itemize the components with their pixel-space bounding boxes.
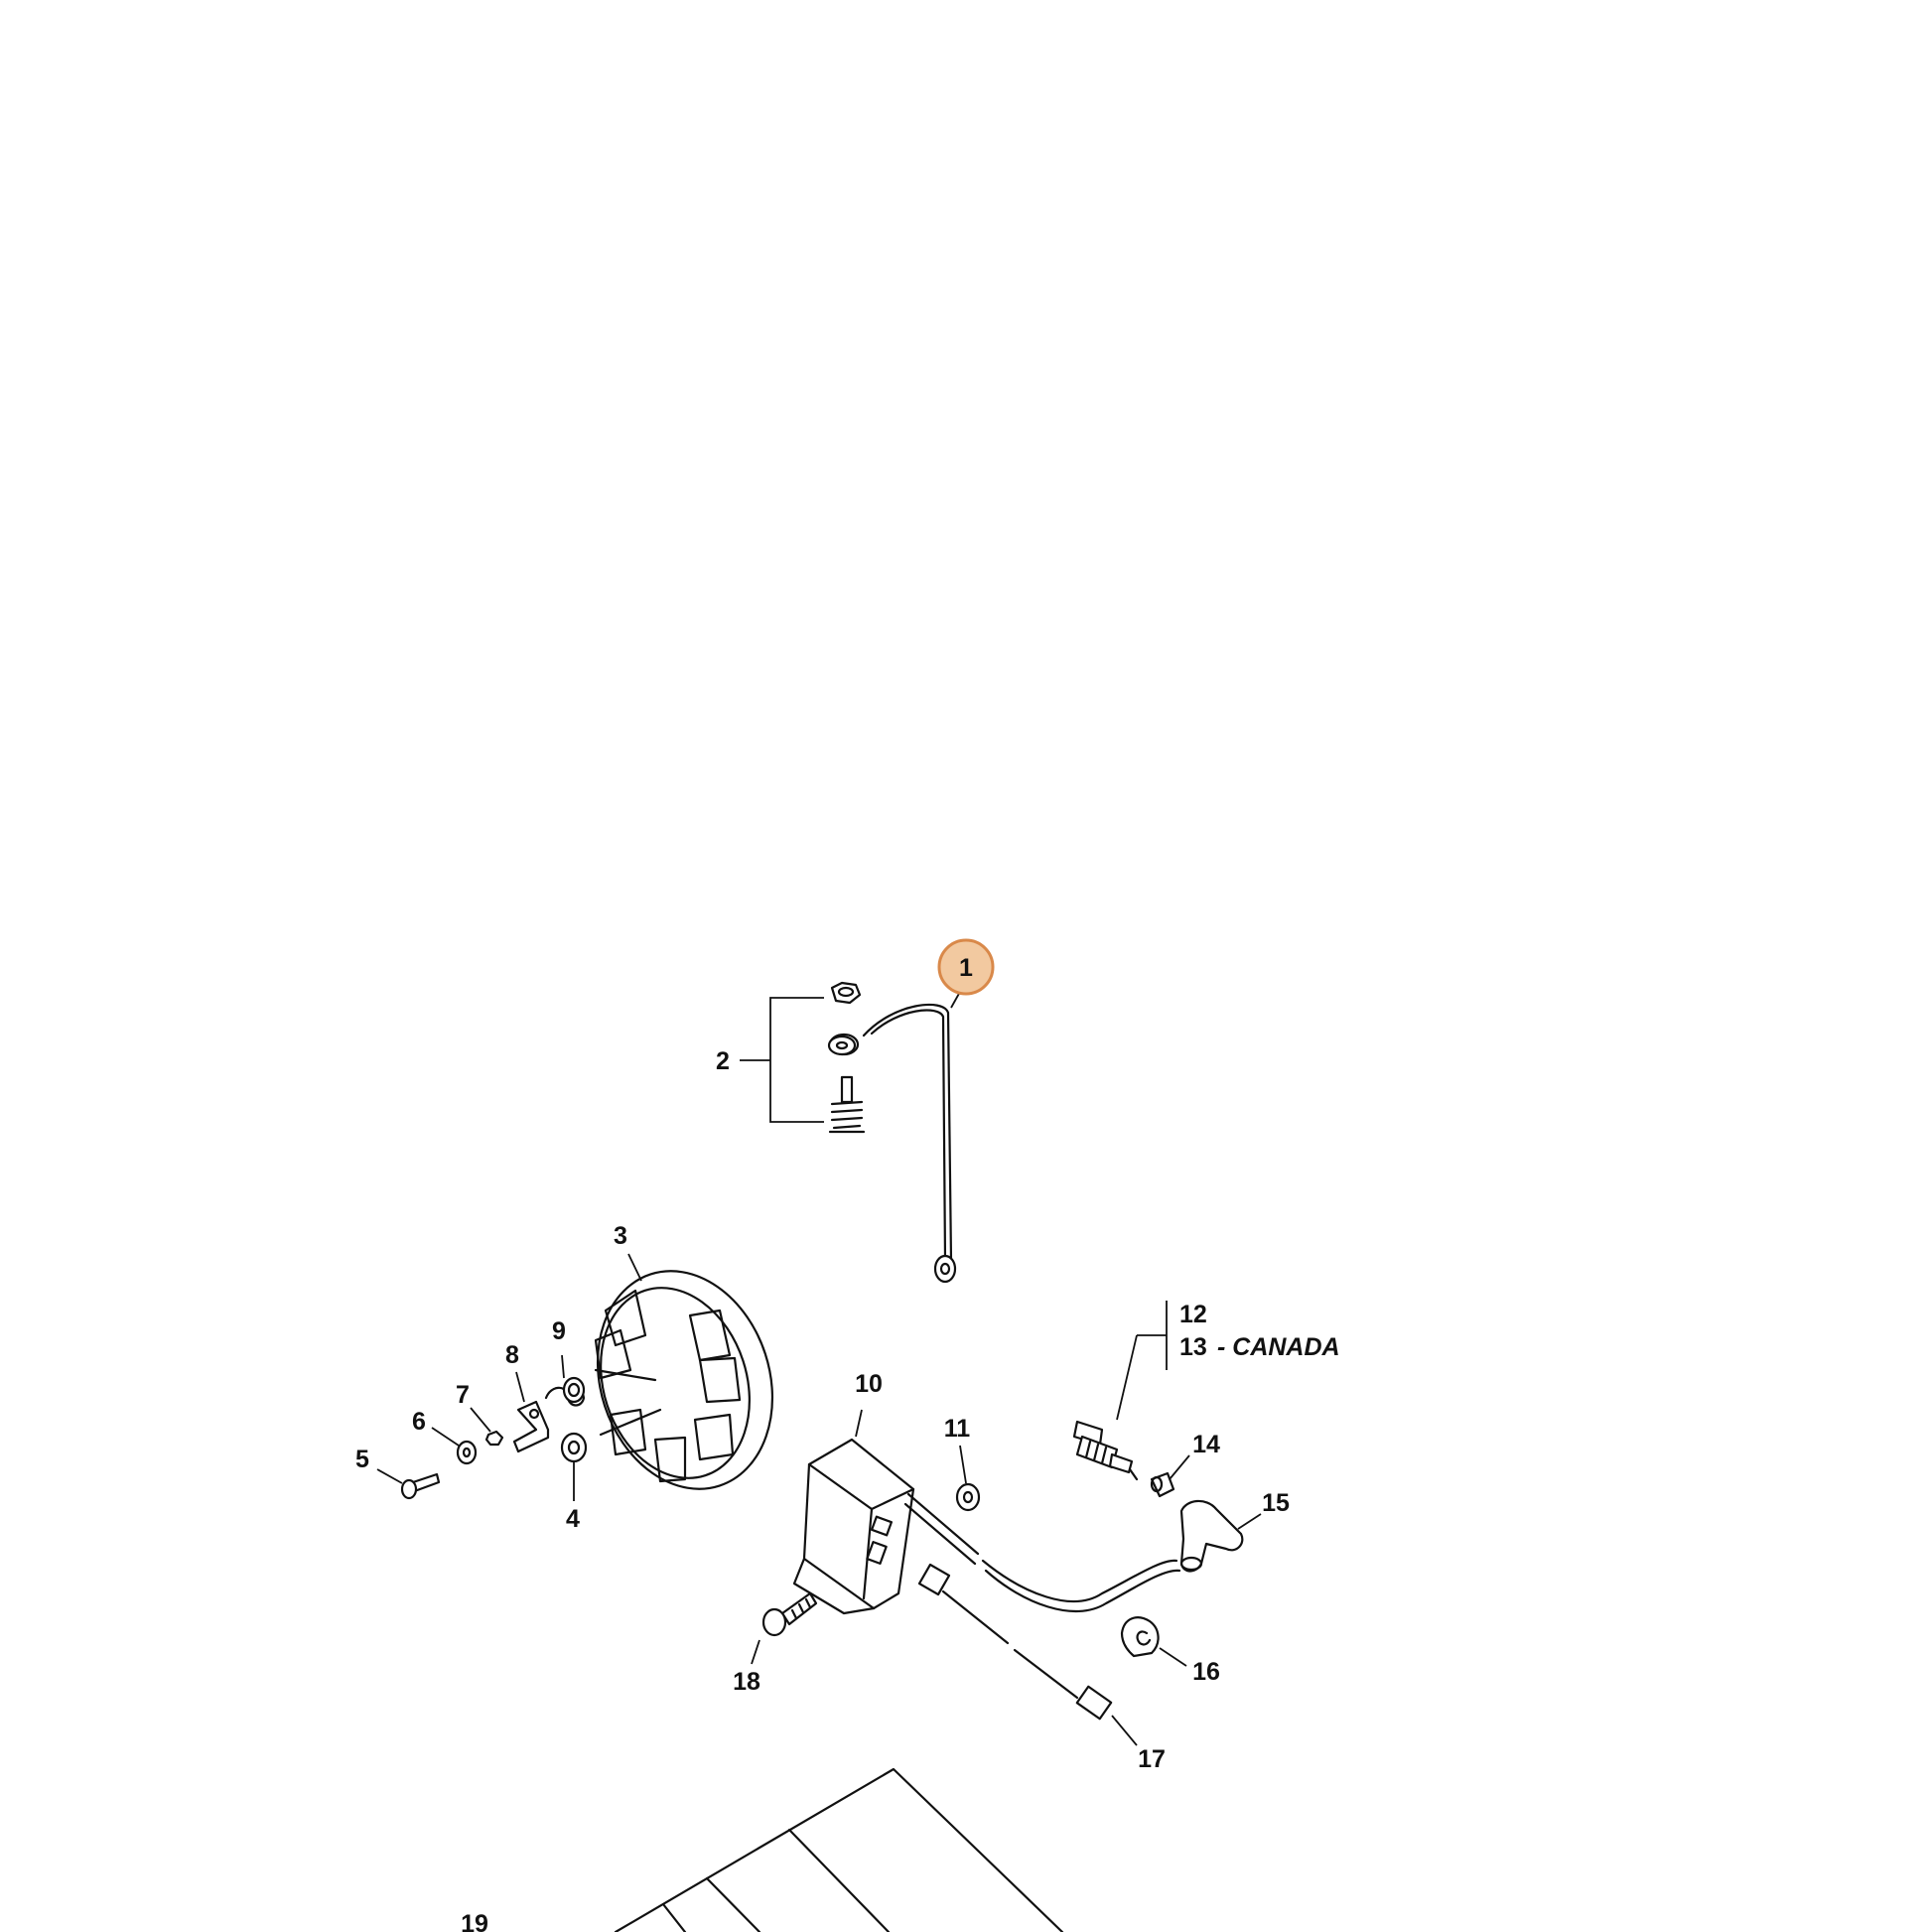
callout-4-label[interactable]: 4 [566, 1505, 580, 1533]
part-3-flywheel [594, 1253, 774, 1490]
callout-3-label[interactable]: 3 [614, 1222, 627, 1250]
callout-18-label[interactable]: 18 [733, 1668, 760, 1696]
callout-16-label[interactable]: 16 [1192, 1658, 1220, 1686]
callout-1-label: 1 [959, 954, 973, 982]
callout-11-label[interactable]: 11 [944, 1415, 971, 1443]
callout-1-hotspot[interactable]: 1 [937, 938, 995, 996]
callout-15-label[interactable]: 15 [1262, 1489, 1290, 1517]
part-4-washer [560, 1432, 588, 1501]
callout-8-label[interactable]: 8 [505, 1341, 519, 1369]
part-15-plug-boot [1179, 1499, 1262, 1573]
callout-1-highlight [937, 938, 995, 996]
callout-13-label[interactable]: 13 [1179, 1333, 1207, 1361]
callout-17-label[interactable]: 17 [1138, 1745, 1166, 1773]
part-6-washer [431, 1427, 478, 1465]
part-11-washer [955, 1445, 981, 1512]
callout-14-label[interactable]: 14 [1192, 1431, 1220, 1458]
callout-6-label[interactable]: 6 [412, 1408, 426, 1436]
part-8-pawl [512, 1371, 550, 1453]
callout-13-note: - CANADA [1217, 1333, 1340, 1361]
callout-12-label[interactable]: 12 [1179, 1301, 1207, 1328]
callout-2-label[interactable]: 2 [716, 1047, 730, 1075]
part-5-screw [376, 1468, 441, 1500]
part-16-grommet [1120, 1616, 1187, 1667]
callout-19-label[interactable]: 19 [461, 1910, 488, 1932]
part-10-ignition-module [792, 1409, 1181, 1700]
part-2-hardware-set [740, 981, 866, 1134]
part-14-adapter [1150, 1454, 1190, 1498]
callout-9-label[interactable]: 9 [552, 1317, 566, 1345]
part-19-shroud [614, 1767, 1064, 1932]
part-9-spring [544, 1354, 586, 1407]
callout-10-label[interactable]: 10 [855, 1370, 883, 1398]
part-12-13-spark-plug [1072, 1301, 1168, 1481]
part-7-nut [470, 1407, 504, 1447]
callout-5-label[interactable]: 5 [355, 1446, 369, 1473]
part-17-connector [1075, 1685, 1138, 1746]
part-18-screw [751, 1591, 818, 1665]
callout-7-label[interactable]: 7 [456, 1381, 470, 1409]
